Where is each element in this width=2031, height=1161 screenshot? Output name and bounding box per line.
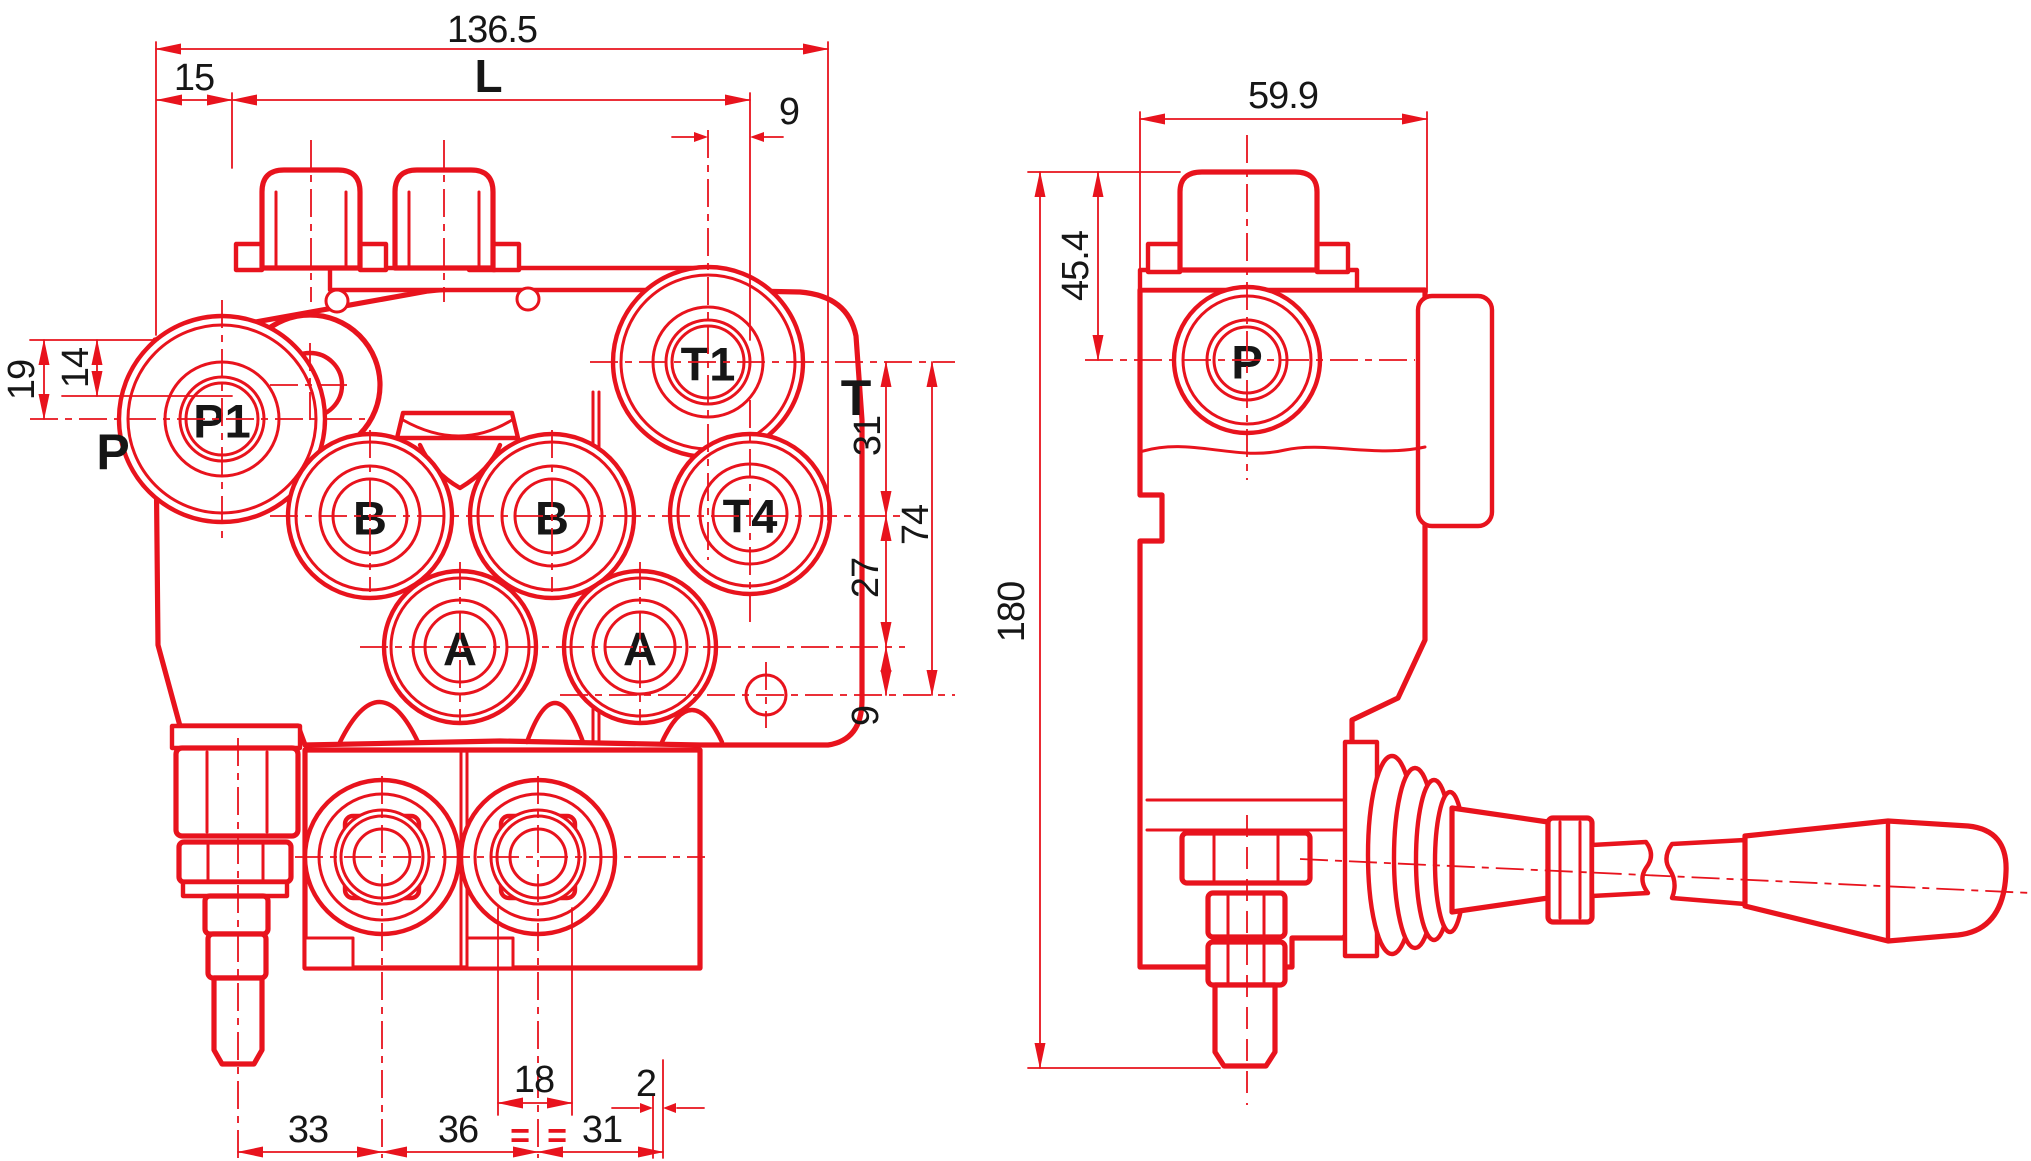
- label-pressure: P: [96, 424, 129, 480]
- plate-hole: [324, 288, 350, 314]
- dim-text-bottom-offset: 2: [636, 1063, 656, 1105]
- dim-text-bottom-first: 33: [288, 1109, 328, 1151]
- equal-mark-right: =: [547, 1117, 567, 1155]
- relief-hex-3: [202, 893, 271, 937]
- dim-text-top-right: 9: [779, 91, 799, 133]
- dim-text-bottom-third: 31: [582, 1109, 622, 1151]
- lever-rod-2: [1664, 837, 1748, 907]
- dim-text-p-drop: 45.4: [1055, 230, 1097, 301]
- dim-side-height: 180: [991, 171, 1221, 1069]
- plate-hole: [515, 286, 541, 312]
- label-tank: T: [841, 370, 872, 426]
- lever-grip: [1742, 818, 2009, 944]
- dim-text-left-inner: 14: [55, 347, 97, 388]
- spool-cap-1: [259, 167, 363, 271]
- dim-text-section-length: L: [474, 50, 501, 102]
- lever-cone: [1449, 805, 1551, 915]
- flow-labels: P T: [96, 370, 871, 480]
- dim-bottom-port: 18: [497, 907, 573, 1116]
- cap-tab: [490, 241, 522, 273]
- centerlines-side: [1085, 135, 2031, 1105]
- body-scallop: [659, 708, 725, 745]
- dim-text-bottom-port: 18: [514, 1059, 554, 1101]
- block-step: [303, 936, 355, 970]
- stem-hex-1: [1179, 830, 1313, 886]
- stem-thread: [1212, 982, 1278, 1069]
- relief-flange: [169, 723, 303, 751]
- control-lever: [1342, 739, 2009, 959]
- cap-tab: [357, 241, 389, 273]
- front-view: T1 P1 B B: [1, 9, 955, 1159]
- dim-left-offset: 15: [156, 57, 233, 169]
- relief-hex-4: [205, 931, 269, 981]
- block-step: [465, 936, 515, 970]
- side-cap: [1177, 169, 1320, 273]
- spool-caps: [233, 167, 522, 273]
- side-view: P: [991, 75, 2031, 1105]
- body-scallop: [524, 700, 586, 745]
- dim-text-overall-width: 136.5: [447, 9, 537, 51]
- dim-overall-width: 136.5: [155, 9, 829, 521]
- dim-text-right-mid: 27: [845, 558, 887, 598]
- dim-right-chain: 31 27 9: [845, 361, 892, 726]
- dim-text-side-height: 180: [991, 582, 1033, 642]
- relief-hex-1: [173, 745, 301, 839]
- relief-valve: [169, 723, 303, 1067]
- dim-text-left-outer: 19: [1, 360, 43, 400]
- dim-p-drop: 45.4: [1027, 171, 1181, 361]
- notch-dish: [401, 418, 514, 438]
- dim-right-total: 74: [895, 361, 938, 696]
- dim-text-right-bottom: 9: [845, 706, 887, 726]
- dim-text-side-width: 59.9: [1248, 75, 1318, 117]
- dim-top-right: 9: [671, 91, 800, 142]
- side-cap-tab: [1145, 241, 1183, 275]
- dim-side-width: 59.9: [1139, 75, 1428, 293]
- dim-section-length: L: [231, 50, 751, 341]
- dim-text-bottom-second: 36: [438, 1109, 478, 1151]
- relief-hex-2: [176, 839, 294, 885]
- dim-bottom-chain: 33 36 31 = =: [237, 1059, 664, 1159]
- side-cap-tab: [1314, 241, 1351, 275]
- side-section-wave: [1138, 445, 1427, 455]
- equal-mark-left: =: [510, 1117, 530, 1155]
- dim-text-right-total: 74: [895, 504, 937, 545]
- lever-rod: [1589, 839, 1654, 899]
- dimensions-front: 136.5 15 L 9: [1, 9, 938, 1159]
- outlet-block: [302, 747, 703, 971]
- cap-tab: [233, 241, 265, 273]
- body-scallop: [337, 700, 421, 745]
- spool-cap-2: [392, 167, 496, 271]
- dim-text-right-top: 31: [847, 416, 889, 456]
- side-protrusion: [1415, 293, 1495, 529]
- side-body-outline: [1137, 287, 1428, 970]
- valve-body-side: [1137, 169, 1495, 970]
- dim-text-left-offset: 15: [174, 57, 214, 99]
- centerlines-front: [30, 130, 955, 1158]
- dim-bottom-offset: 2: [611, 1063, 705, 1113]
- dim-left-inner: 14: [55, 339, 233, 397]
- dimensions-side: 59.9 45.4 180: [991, 75, 1428, 1069]
